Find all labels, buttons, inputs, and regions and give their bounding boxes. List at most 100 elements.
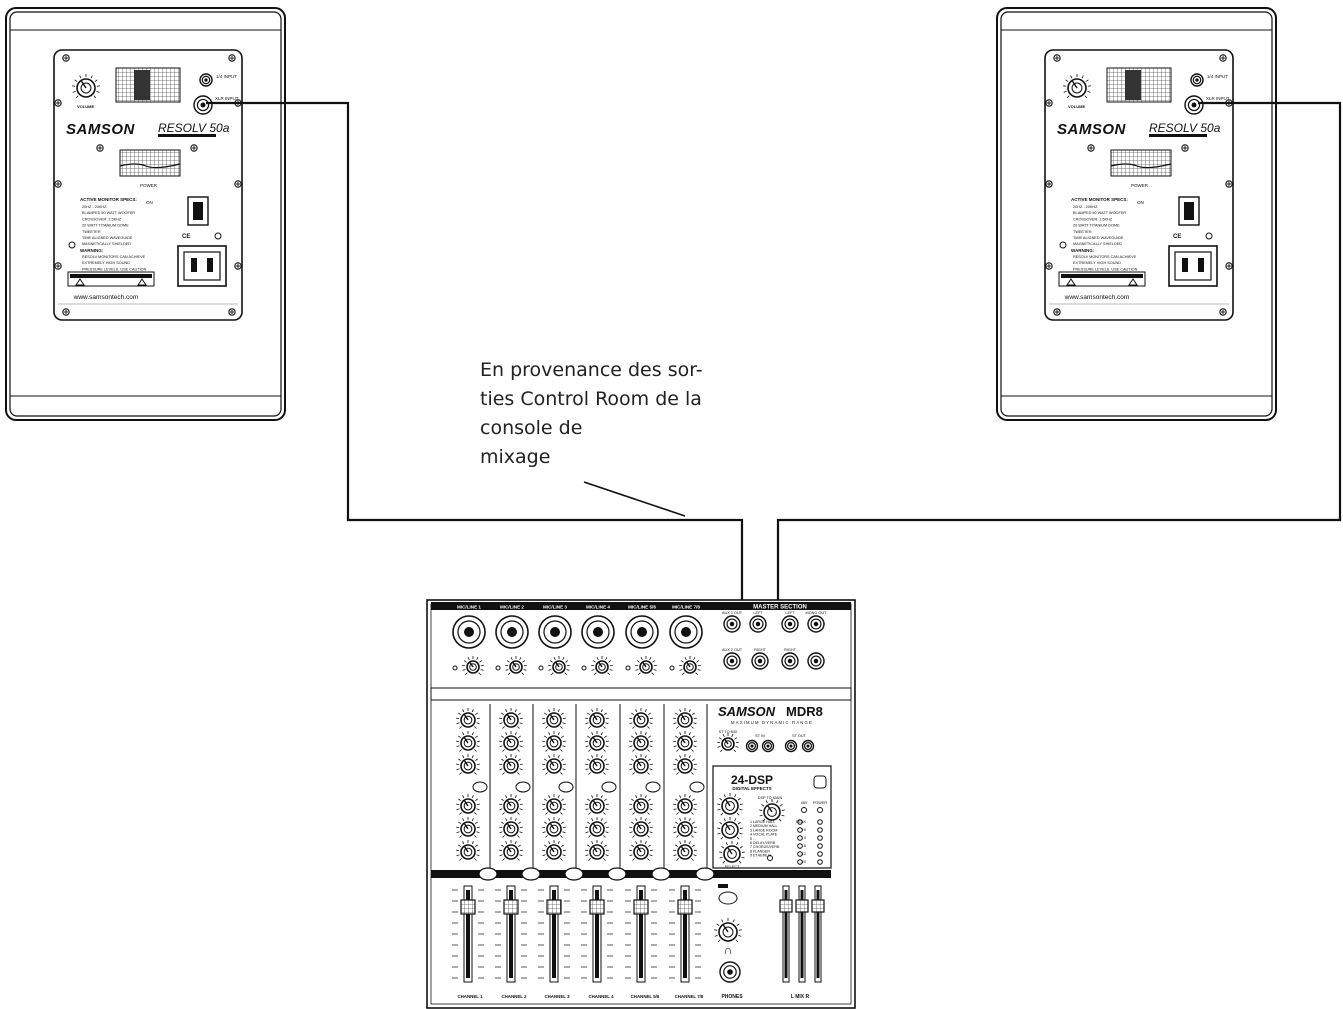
knob-tick: [475, 735, 478, 739]
knob-tick: [778, 818, 782, 822]
mute-button: [472, 781, 488, 793]
knob-tick: [463, 660, 467, 663]
knob-tick: [462, 709, 465, 713]
knob-cap: [642, 663, 650, 671]
brand-logo: SAMSON: [1057, 121, 1127, 138]
knob-tick: [459, 835, 462, 838]
fader-slot: [683, 890, 687, 978]
screw-icon: [1045, 99, 1053, 107]
knob-tick: [717, 832, 721, 835]
input-channel-label: MIC/LINE 7/8: [672, 605, 700, 610]
knob-pointer: [680, 846, 686, 853]
phones-knob-icon: [714, 918, 742, 943]
fader-slot: [639, 890, 643, 978]
knob-tick: [475, 798, 478, 802]
knob-tick: [561, 712, 564, 716]
xlr-ring: [543, 620, 567, 644]
effect-name: 9 ETHEREAL: [750, 854, 772, 858]
output-jack-icon: [751, 652, 769, 670]
input-channel-label: MIC/LINE 1: [457, 605, 481, 610]
knob-tick: [692, 712, 695, 716]
knob-tick: [737, 822, 741, 825]
screw-icon: [1225, 262, 1233, 270]
knob-tick: [761, 804, 765, 807]
knob-pointer: [506, 714, 512, 721]
knob-tick: [501, 712, 504, 716]
channel-label: CHANNEL 5/6: [631, 994, 660, 999]
knob-tick: [679, 841, 682, 845]
knob-tick: [741, 856, 745, 859]
knob-tick: [545, 749, 548, 752]
meter-led-icon: [817, 843, 823, 849]
knob-tick: [562, 745, 566, 748]
knob-tick: [542, 768, 546, 771]
knob-tick: [605, 854, 609, 857]
knob-tick: [691, 749, 694, 752]
knob-tick: [648, 798, 651, 802]
jack-ring: [196, 98, 210, 112]
channel-knob-icon: [542, 708, 566, 729]
knob-tick: [471, 732, 474, 736]
channel-knob-icon: [456, 708, 480, 729]
knob-tick: [505, 732, 508, 736]
on-label: ON: [146, 200, 153, 205]
knob-tick: [688, 732, 691, 736]
knob-cap: [636, 715, 646, 725]
knob-pointer: [506, 760, 512, 767]
knob-cap: [722, 926, 734, 938]
knob-tick: [474, 835, 477, 838]
knob-tick: [518, 758, 521, 762]
knob-tick: [635, 755, 638, 759]
power-socket-icon: [177, 245, 227, 287]
solo-button: [607, 867, 627, 881]
fader-cap: [589, 899, 605, 915]
brand-logo: SAMSON: [66, 121, 136, 138]
graph-band: [1125, 70, 1141, 100]
meter-label: PEAK: [796, 820, 807, 824]
knob-tick: [587, 735, 590, 739]
knob-tick: [604, 735, 607, 739]
knob-tick: [649, 745, 653, 748]
knob-tick: [736, 923, 740, 926]
knob-tick: [462, 755, 465, 759]
model-underline: [158, 134, 216, 137]
knob-tick: [717, 939, 721, 943]
knob-tick: [603, 812, 606, 815]
knob-tick: [673, 831, 677, 834]
knob-tick: [680, 660, 684, 663]
knob-tick: [462, 841, 465, 845]
knob-tick: [644, 795, 647, 799]
knob-pointer: [592, 800, 598, 807]
knob-tick: [544, 798, 547, 802]
channel-label: CHANNEL 1: [457, 994, 483, 999]
knob-tick: [653, 669, 657, 671]
knob-tick: [679, 818, 682, 822]
knob-tick: [501, 735, 504, 739]
fader-cap: [546, 899, 562, 915]
knob-tick: [675, 821, 678, 825]
knob-tick: [688, 709, 691, 713]
led-icon: [495, 665, 501, 671]
knob-pointer: [592, 823, 598, 830]
knob-tick: [474, 726, 477, 729]
jack-hole: [789, 744, 793, 748]
knob-tick: [456, 745, 460, 748]
knob-tick: [739, 846, 743, 849]
knob-cap: [592, 738, 602, 748]
meter-label: 0: [804, 836, 806, 840]
knob-pointer: [724, 739, 729, 745]
knob-tick: [566, 669, 570, 671]
knob-tick: [564, 672, 568, 676]
solo-button: [564, 867, 584, 881]
knob-tick: [548, 709, 551, 713]
knob-pointer: [680, 800, 686, 807]
power-pin: [1198, 258, 1204, 272]
ce-mark-icon: CE: [1173, 234, 1181, 240]
knob-pointer: [636, 737, 642, 744]
knob-tick: [696, 660, 700, 663]
knob-pointer: [549, 846, 555, 853]
knob-tick: [608, 660, 612, 663]
knob-tick: [502, 835, 505, 838]
knob-pointer: [725, 823, 731, 831]
knob-cap: [767, 807, 777, 817]
